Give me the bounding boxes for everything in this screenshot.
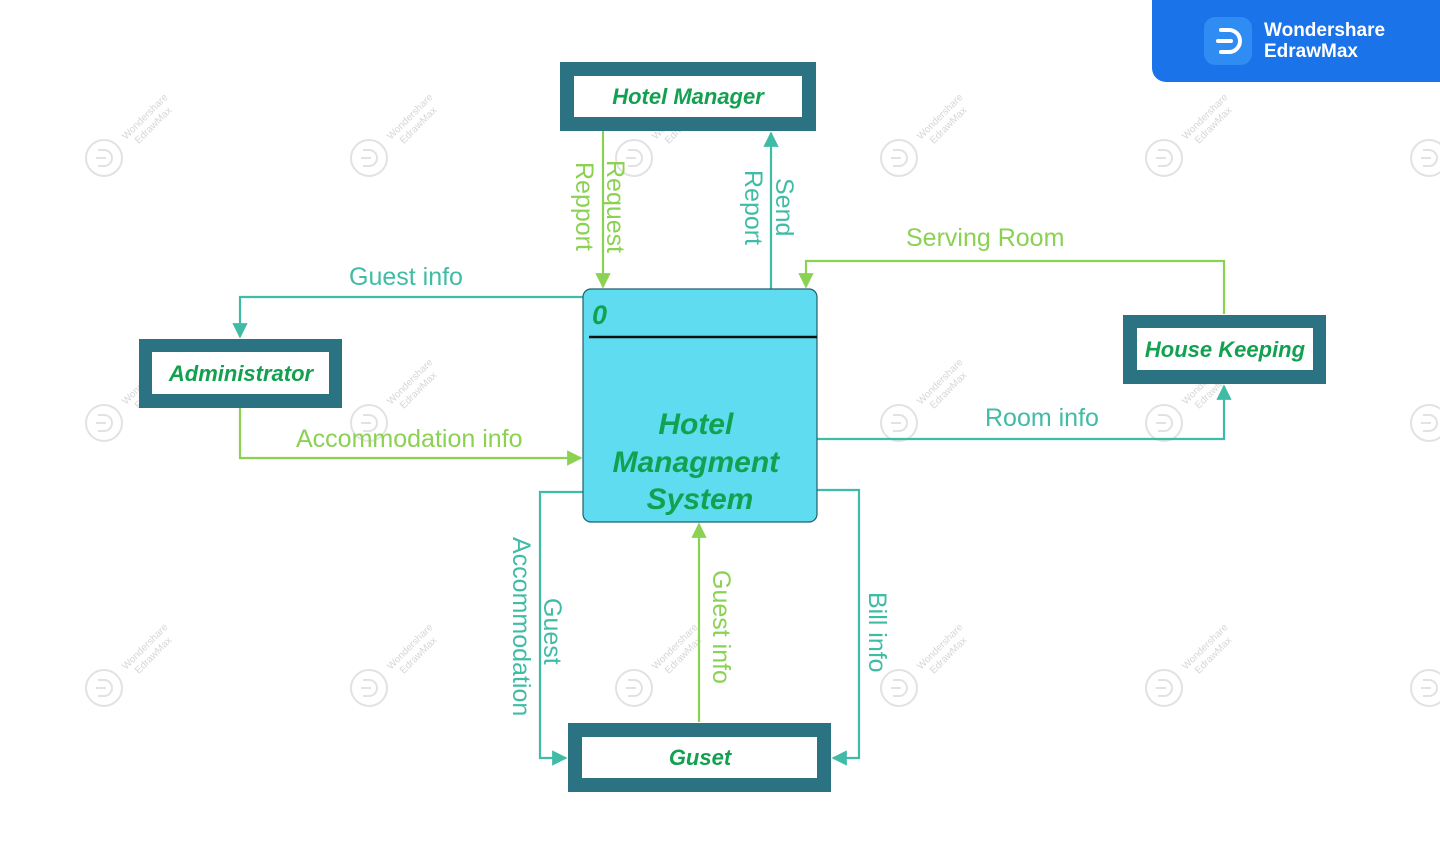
watermark-icon: WondershareEdrawMax — [85, 92, 179, 177]
watermark-icon: WondershareEdrawMax — [350, 92, 444, 177]
watermark-icon: WondershareEdrawMax — [1410, 139, 1440, 177]
entity-label-house-keeping: House Keeping — [1145, 337, 1306, 362]
watermark-text: WondershareEdrawMax — [385, 357, 444, 416]
watermark-icon: WondershareEdrawMax — [1145, 622, 1239, 707]
brand-name: Wondershare EdrawMax — [1264, 20, 1385, 62]
watermark-text: WondershareEdrawMax — [120, 622, 179, 681]
brand-line-2: EdrawMax — [1264, 41, 1358, 62]
flow-label-bill-info: Bill info — [863, 592, 891, 673]
watermark-icon: WondershareEdrawMax — [1410, 404, 1440, 442]
watermark-text: WondershareEdrawMax — [915, 622, 974, 681]
process-name-line: Managment — [612, 446, 781, 479]
flow-label-room-info: Room info — [985, 404, 1099, 432]
process-name-line: Hotel — [658, 408, 734, 441]
entity-label-hotel-manager: Hotel Manager — [612, 84, 765, 109]
watermark-text: WondershareEdrawMax — [385, 622, 444, 681]
edrawmax-logo-icon — [1204, 17, 1252, 65]
flow-line-guest-info-admin — [232, 295, 583, 339]
watermark-text: WondershareEdrawMax — [1180, 622, 1239, 681]
flow-label-guest-info-admin: Guest info — [349, 263, 463, 291]
flow-line-bill-info — [817, 488, 861, 766]
watermark-text: WondershareEdrawMax — [915, 357, 974, 416]
flow-label-serving-room: Serving Room — [906, 224, 1064, 252]
flow-line-room-info — [817, 384, 1232, 441]
process-name-line: System — [647, 483, 754, 516]
flow-line-guest-accommodation — [538, 490, 583, 766]
flow-line-accommodation-info — [238, 408, 583, 466]
flow-label-send-report-line2: Report — [739, 170, 767, 245]
entity-guest[interactable]: Guset — [568, 723, 831, 792]
watermark-icon: WondershareEdrawMax — [880, 357, 974, 442]
flow-line-serving-room — [798, 259, 1226, 314]
entity-label-administrator: Administrator — [168, 361, 315, 386]
flow-label-guest-accommodation-line1: Guest — [538, 598, 566, 665]
entity-administrator[interactable]: Administrator — [139, 339, 342, 408]
process-hotel-management[interactable]: 0 Hotel Managment System — [582, 288, 818, 523]
process-number: 0 — [592, 300, 607, 330]
watermark-icon: WondershareEdrawMax — [1410, 669, 1440, 707]
flow-label-send-report-line1: Send — [770, 178, 798, 236]
watermark-icon: WondershareEdrawMax — [880, 92, 974, 177]
watermark-icon: WondershareEdrawMax — [615, 622, 709, 707]
watermark-text: WondershareEdrawMax — [650, 622, 709, 681]
flow-label-request-report-line1: Request — [601, 160, 629, 253]
flow-label-accommodation-info: Accommodation info — [296, 425, 523, 453]
brand-badge[interactable]: Wondershare EdrawMax — [1152, 0, 1440, 82]
process-name: Hotel Managment System — [612, 408, 787, 516]
flow-label-guest-accommodation-line2: Accommodation — [507, 537, 535, 716]
brand-line-1: Wondershare — [1264, 20, 1386, 41]
watermark-text: WondershareEdrawMax — [1180, 92, 1239, 151]
watermark-text: WondershareEdrawMax — [385, 92, 444, 151]
watermark-icon: WondershareEdrawMax — [85, 622, 179, 707]
watermark-icon: WondershareEdrawMax — [880, 622, 974, 707]
watermark-text: WondershareEdrawMax — [120, 92, 179, 151]
flow-label-guest-info-guest: Guest info — [707, 570, 735, 684]
entity-hotel-manager[interactable]: Hotel Manager — [560, 62, 816, 131]
watermark-text: WondershareEdrawMax — [915, 92, 974, 151]
watermark-icon: WondershareEdrawMax — [350, 622, 444, 707]
entity-label-guest: Guset — [669, 745, 733, 770]
watermark-icon: WondershareEdrawMax — [1145, 92, 1239, 177]
flow-label-request-report-line2: Repport — [570, 162, 598, 251]
entity-house-keeping[interactable]: House Keeping — [1123, 315, 1326, 384]
